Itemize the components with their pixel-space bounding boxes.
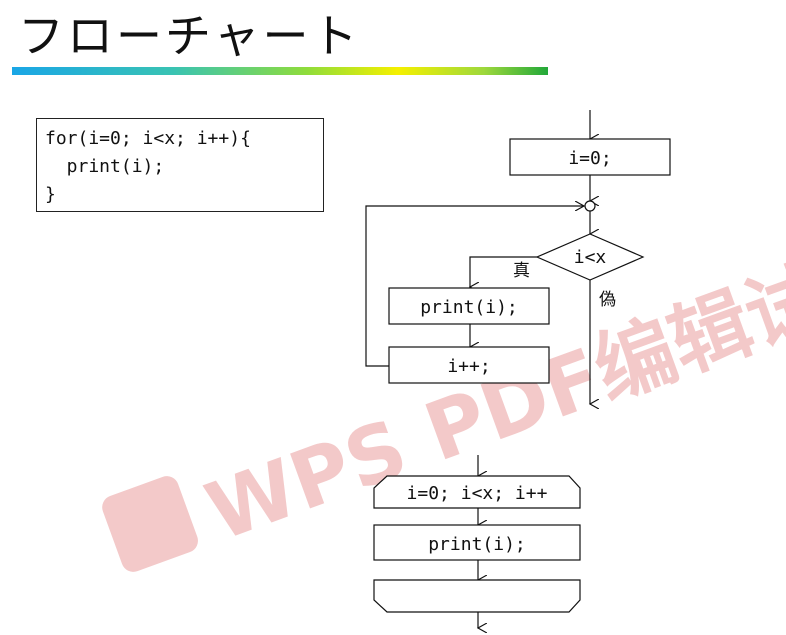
code-line: for(i=0; i<x; i++){ xyxy=(45,128,251,149)
title-underline-bar xyxy=(12,67,548,75)
junction-node xyxy=(584,200,596,212)
code-line: print(i); xyxy=(45,156,165,177)
loop-end-box xyxy=(373,579,581,613)
print-box xyxy=(388,287,550,325)
loop-body-label: print(i); xyxy=(428,534,526,555)
page-title: フローチャート xyxy=(18,9,361,63)
true-branch-arrow xyxy=(470,256,537,287)
loop-header-label: i=0; i<x; i++ xyxy=(407,483,548,504)
condition-label: i<x xyxy=(574,247,607,268)
code-block: for(i=0; i<x; i++){ print(i); } xyxy=(36,118,324,212)
increment-box xyxy=(388,346,550,384)
code-line: } xyxy=(45,184,56,205)
false-label: 偽 xyxy=(599,290,616,310)
print-label: print(i); xyxy=(420,297,518,318)
true-label: 真 xyxy=(513,261,530,281)
loop-start-box xyxy=(373,475,581,509)
loop-back-arrow xyxy=(365,206,584,367)
increment-label: i++; xyxy=(447,356,490,377)
init-label: i=0; xyxy=(568,148,611,169)
loop-body-box xyxy=(373,524,581,561)
